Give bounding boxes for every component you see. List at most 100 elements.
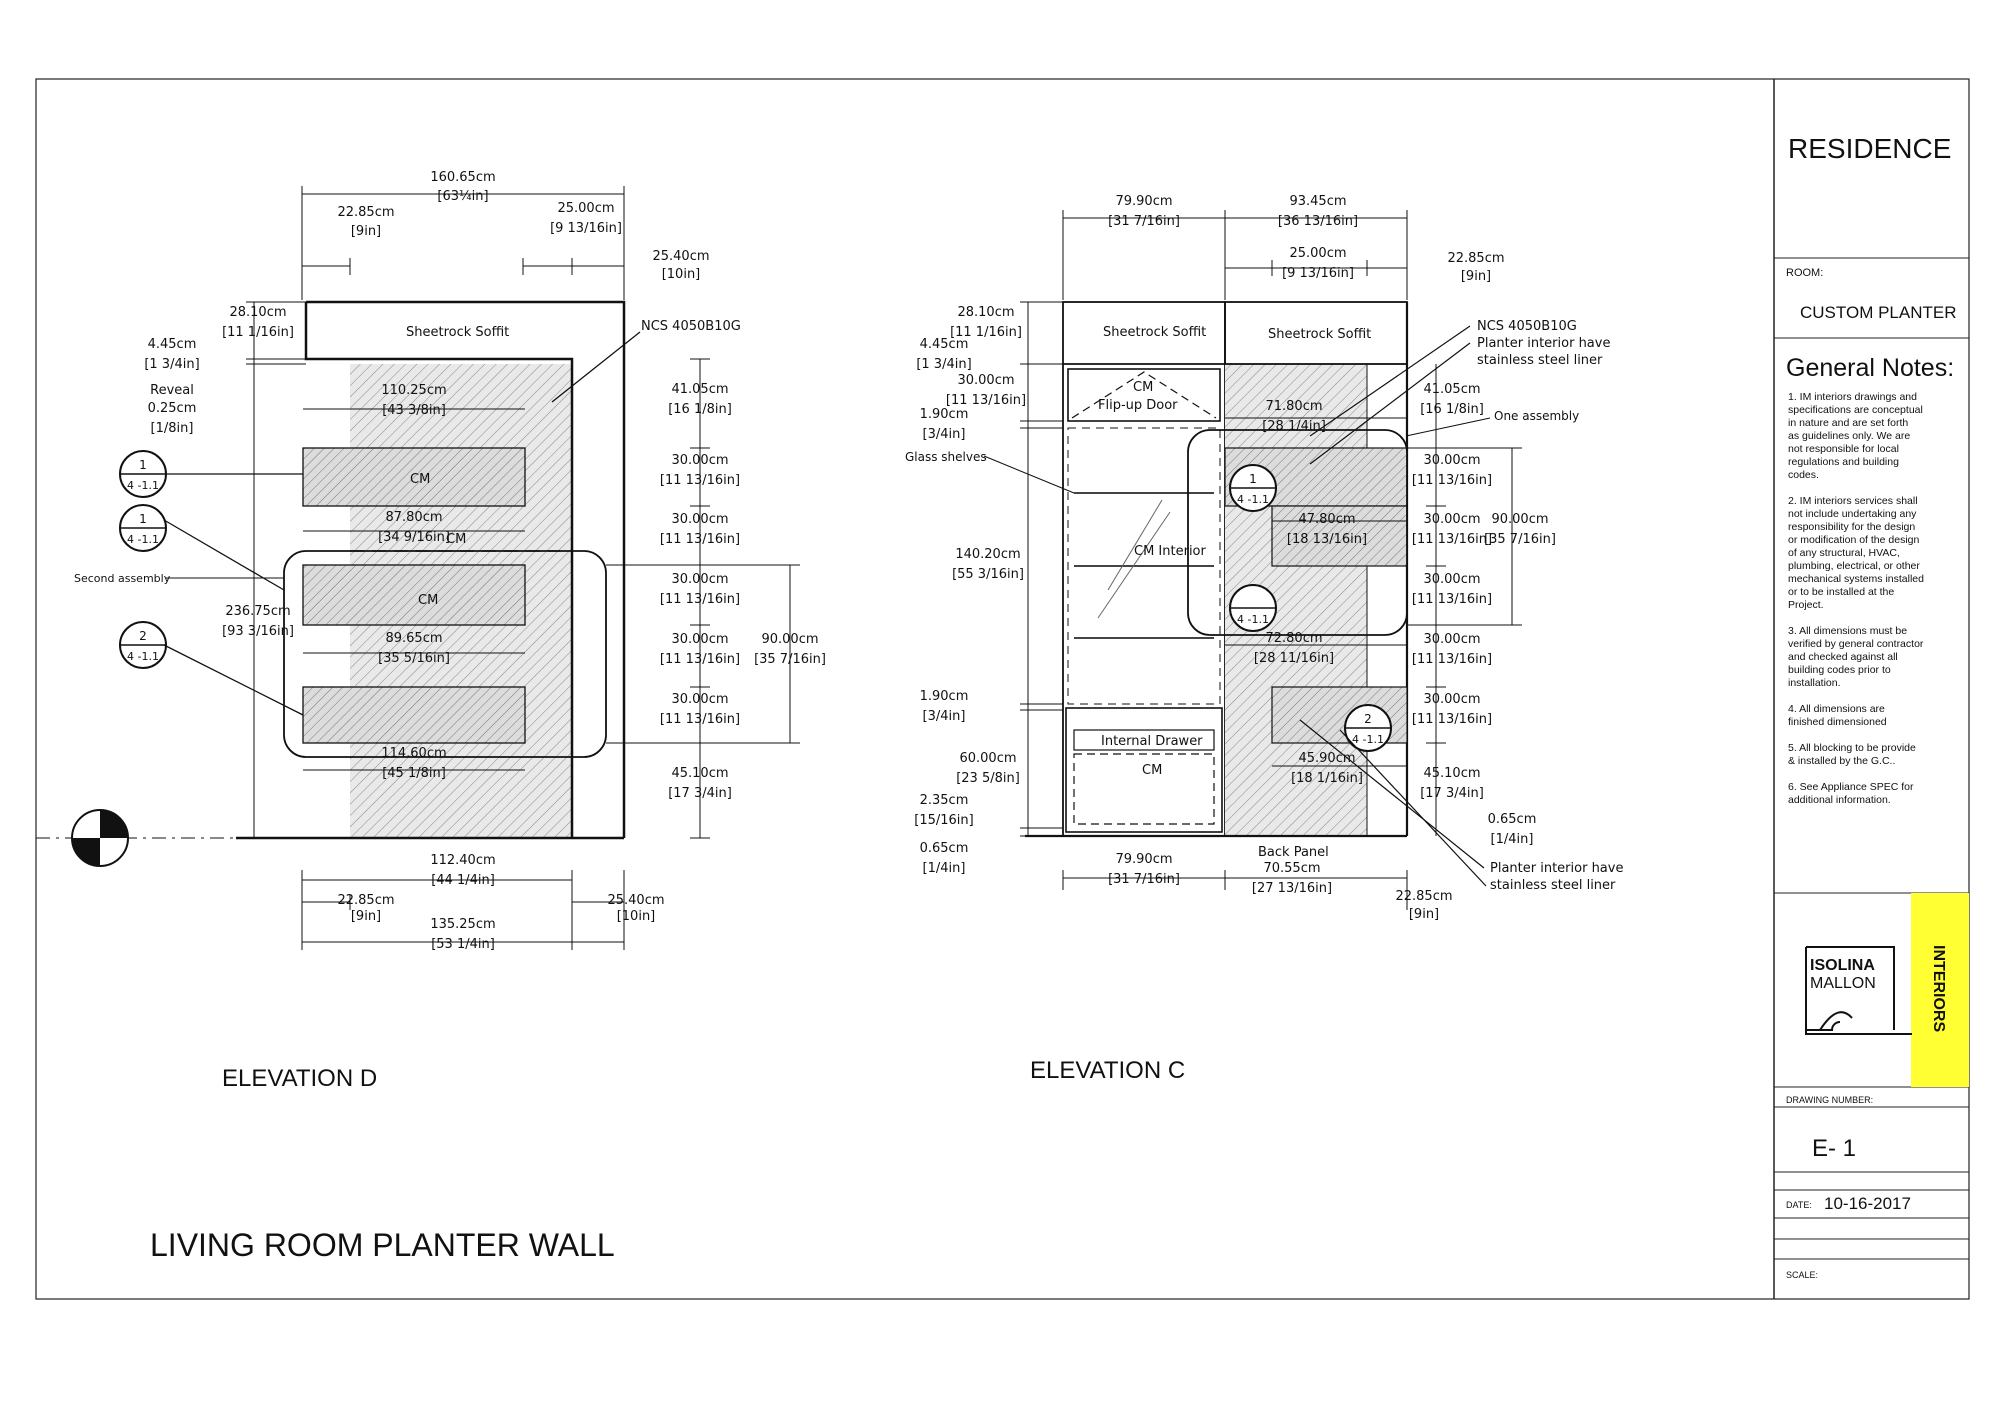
dim-c-r2_cm-38: 30.00cm (1423, 512, 1480, 527)
dim-c-reveal_in-11: [1 3/4in] (916, 357, 971, 372)
dim-d-group_in-40: [35 7/16in] (754, 652, 826, 667)
general-note-6-line-1: 6. See Appliance SPEC for (1788, 781, 1914, 793)
dim-c-box1_in-27: [28 1/4in] (1262, 419, 1326, 434)
soffit-left-label-c: Sheetrock Soffit (1103, 325, 1206, 340)
dim-c-top_l_in-1: [31 7/16in] (1108, 214, 1180, 229)
dim-c-base_in-23: [15/16in] (914, 813, 973, 828)
scale-label: SCALE: (1786, 1270, 1818, 1280)
dim-c-int_cm-16: 140.20cm (955, 547, 1020, 562)
dim-c-r1_cm-34: 41.05cm (1423, 382, 1480, 397)
dim-c-soffit_h_in-9: [11 1/16in] (950, 325, 1022, 340)
callout-c-2-sheet: 4 -1.1 (1237, 613, 1269, 626)
dim-d-right_top2_in-7: [10in] (662, 267, 701, 282)
callout-d-2-sheet: 4 -1.1 (127, 533, 159, 546)
general-note-3-line-1: 3. All dimensions must be (1788, 625, 1907, 637)
dim-d-height_cm-15: 236.75cm (225, 604, 290, 619)
callout-d-3: 24 -1.1 (119, 621, 167, 669)
general-notes: 1. IM interiors drawings andspecificatio… (1788, 391, 1924, 806)
dim-c-r2_in-41: [11 13/16in] (1412, 592, 1492, 607)
dim-c-gap_in-15: [3/4in] (923, 427, 966, 442)
dim-d-group_cm-39: 90.00cm (761, 632, 818, 647)
dim-c-group_in-51: [35 7/16in] (1484, 532, 1556, 547)
cm-box-1 (302, 447, 526, 507)
dim-d-reveal2_cm-13: 0.25cm (148, 401, 197, 416)
dim-c-r2_in-39: [11 13/16in] (1412, 532, 1492, 547)
liner-bot-2: stainless steel liner (1490, 878, 1616, 893)
dim-c-gap_cm-14: 1.90cm (920, 407, 969, 422)
callout-d-3-number: 2 (139, 629, 147, 643)
finish-label-d: NCS 4050B10G (641, 319, 741, 334)
callout-c-3-number: 2 (1364, 712, 1372, 726)
glass-shelves-label: Glass shelves (905, 450, 987, 464)
dim-d-bot4_cm-47: 25.40cm (607, 893, 664, 908)
cm-label-small: CM (446, 532, 466, 547)
drawer-label: Internal Drawer (1101, 734, 1203, 749)
callout-c-1-number: 1 (1249, 472, 1257, 486)
general-note-2-line-3: responsibility for the design (1788, 521, 1915, 533)
callout-d-1-number: 1 (139, 458, 147, 472)
date-label: DATE: (1786, 1200, 1812, 1210)
dim-d-r1_in-26: [16 1/8in] (668, 402, 732, 417)
dim-c-bot_r_in-57: [9in] (1409, 907, 1439, 922)
dim-c-r7_cm-46: 45.10cm (1423, 766, 1480, 781)
elevation-c: ELEVATION C Sheetrock Soffit CM Flip-up … (905, 194, 1623, 1084)
one-assembly-label: One assembly (1494, 409, 1579, 423)
dim-d-box1_in-18: [43 3/8in] (382, 403, 446, 418)
dim-c-gap2_in-19: [3/4in] (923, 709, 966, 724)
dim-c-r1_in-35: [16 1/8in] (1420, 402, 1484, 417)
dim-c-r2_cm-36: 30.00cm (1423, 453, 1480, 468)
dim-c-top_r3_cm-6: 22.85cm (1447, 251, 1504, 266)
dim-d-bot2_in-44: [9in] (351, 909, 381, 924)
cm-interior-label: CM Interior (1134, 544, 1207, 559)
dim-c-bot_m_cm-54: 70.55cm (1263, 861, 1320, 876)
dim-c-base2_cm-24: 0.65cm (920, 841, 969, 856)
elevation-d-title: ELEVATION D (222, 1065, 377, 1092)
liner-top-2: stainless steel liner (1477, 353, 1603, 368)
dim-c-r7_in-47: [17 3/4in] (1420, 786, 1484, 801)
general-note-6-line-2: additional information. (1788, 794, 1891, 806)
dim-d-left_top_in-3: [9in] (351, 224, 381, 239)
room-name: CUSTOM PLANTER (1800, 303, 1957, 322)
dim-c-r2_in-45: [11 13/16in] (1412, 712, 1492, 727)
dim-d-right_top_cm-4: 25.00cm (557, 201, 614, 216)
dim-d-r2_cm-35: 30.00cm (671, 692, 728, 707)
dim-d-r2_in-36: [11 13/16in] (660, 712, 740, 727)
dim-d-reveal1_cm-10: 4.45cm (148, 337, 197, 352)
general-note-1-line-1: 1. IM interiors drawings and (1788, 391, 1917, 403)
dim-d-r2_in-32: [11 13/16in] (660, 592, 740, 607)
dim-d-bot3_cm-45: 135.25cm (430, 917, 495, 932)
liner-bot-1: Planter interior have (1490, 861, 1623, 876)
general-note-1-line-5: not responsible for local (1788, 443, 1899, 455)
general-note-5-line-2: & installed by the G.C.. (1788, 755, 1895, 767)
dim-c-r2_cm-40: 30.00cm (1423, 572, 1480, 587)
dim-d-r2_in-34: [11 13/16in] (660, 652, 740, 667)
callout-d-1: 1 4 -1.1 (119, 450, 167, 498)
general-note-2-line-9: Project. (1788, 599, 1824, 611)
date-value: 10-16-2017 (1824, 1194, 1911, 1213)
dim-d-bot1_in-42: [44 1/4in] (431, 873, 495, 888)
dim-d-bot1_cm-41: 112.40cm (430, 853, 495, 868)
general-note-5-line-1: 5. All blocking to be provide (1788, 742, 1916, 754)
drawing-number: E- 1 (1812, 1135, 1856, 1162)
callout-c-2: 4 -1.1 (1229, 584, 1277, 632)
room-label: ROOM: (1786, 267, 1823, 279)
dim-c-box1_cm-26: 71.80cm (1265, 399, 1322, 414)
dim-c-group_cm-50: 90.00cm (1491, 512, 1548, 527)
callout-c-1: 14 -1.1 (1229, 464, 1277, 512)
notes-heading: General Notes: (1786, 354, 1954, 382)
dim-d-reveal2_in-14: [1/8in] (151, 421, 194, 436)
dim-c-box4_in-33: [18 1/16in] (1291, 771, 1363, 786)
general-note-1-line-2: specifications are conceptual (1788, 404, 1923, 416)
title-block: RESIDENCE ROOM: CUSTOM PLANTER General N… (1773, 79, 1969, 1299)
general-note-4-line-1: 4. All dimensions are (1788, 703, 1885, 715)
dim-c-flip_in-13: [11 13/16in] (946, 393, 1026, 408)
soffit-label-d: Sheetrock Soffit (406, 325, 509, 340)
callout-d-1-sheet: 4 -1.1 (127, 479, 159, 492)
dim-d-box1_cm-17: 110.25cm (381, 383, 446, 398)
dim-d-box4_in-24: [45 1/8in] (382, 766, 446, 781)
dim-c-r8_cm-48: 0.65cm (1488, 812, 1537, 827)
general-note-1-line-7: codes. (1788, 469, 1819, 481)
general-note-2-line-1: 2. IM interiors services shall (1788, 495, 1918, 507)
dim-d-box4_cm-23: 114.60cm (381, 746, 446, 761)
section-marker-icon (71, 809, 129, 867)
